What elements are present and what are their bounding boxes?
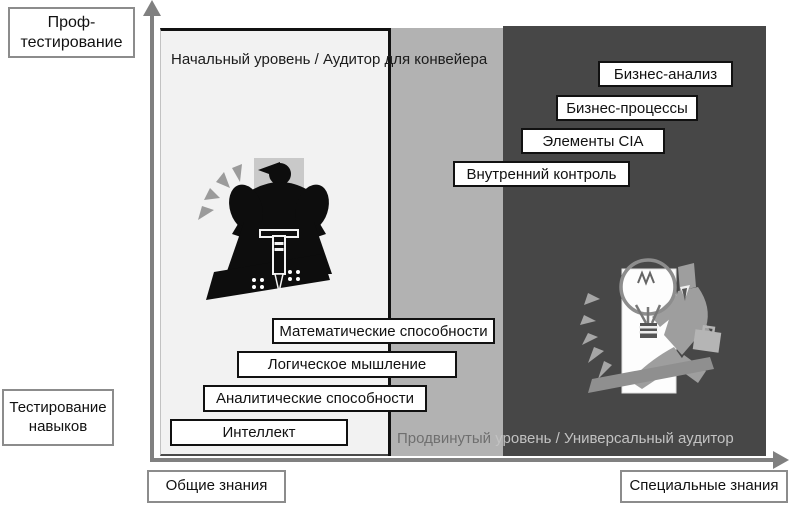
y-axis-top-caption-box: Проф- тестирование: [8, 7, 135, 58]
slab-dots: [252, 270, 300, 289]
spark-icons: [198, 164, 242, 220]
x-axis-left-caption-box: Общие знания: [147, 470, 286, 503]
skill-box-logical-thinking: Логическое мышление: [237, 351, 457, 378]
y-axis-arrowhead-icon: [143, 0, 161, 16]
knowledge-box-cia-elements: Элементы CIA: [521, 128, 665, 154]
zone-advanced-label: Продвинутый уровень / Универсальный ауди…: [397, 430, 734, 447]
y-axis-bottom-caption-box: Тестирование навыков: [2, 389, 114, 446]
spark-icons: [580, 293, 612, 379]
knowledge-box-business-analysis: Бизнес-анализ: [598, 61, 733, 87]
knowledge-box-internal-control: Внутренний контроль: [453, 161, 630, 187]
zone-beginner-label: Начальный уровень / Аудитор для конвейер…: [171, 51, 488, 68]
zone-advanced-label-part2: уровень / Универсальный аудитор: [491, 430, 734, 447]
lightbulb-icon: [619, 258, 677, 338]
x-axis-arrowhead-icon: [773, 451, 789, 469]
jackhammer-icon: [259, 229, 299, 293]
businessman-lightbulb-clipart: [580, 258, 722, 394]
zone-advanced-label-part1: Продвинутый: [397, 430, 492, 447]
y-axis-bottom-caption-line2: навыков: [28, 417, 88, 435]
skill-box-math-abilities: Математические способности: [272, 318, 495, 344]
strongman-jackhammer-clipart: [198, 158, 332, 300]
x-axis-right-caption-box: Специальные знания: [620, 470, 788, 503]
zone-transition: [388, 28, 503, 456]
y-axis-bottom-caption-line1: Тестирование: [9, 398, 107, 416]
y-axis-top-caption-line1: Проф-: [47, 13, 96, 31]
knowledge-box-business-processes: Бизнес-процессы: [556, 95, 698, 121]
y-axis-line: [150, 14, 154, 458]
skill-box-analytical-abilities: Аналитические способности: [203, 385, 427, 412]
skill-box-intellect: Интеллект: [170, 419, 348, 446]
x-axis-line: [150, 458, 774, 462]
briefcase-icon: [692, 325, 722, 353]
y-axis-top-caption-line2: тестирование: [20, 33, 123, 51]
